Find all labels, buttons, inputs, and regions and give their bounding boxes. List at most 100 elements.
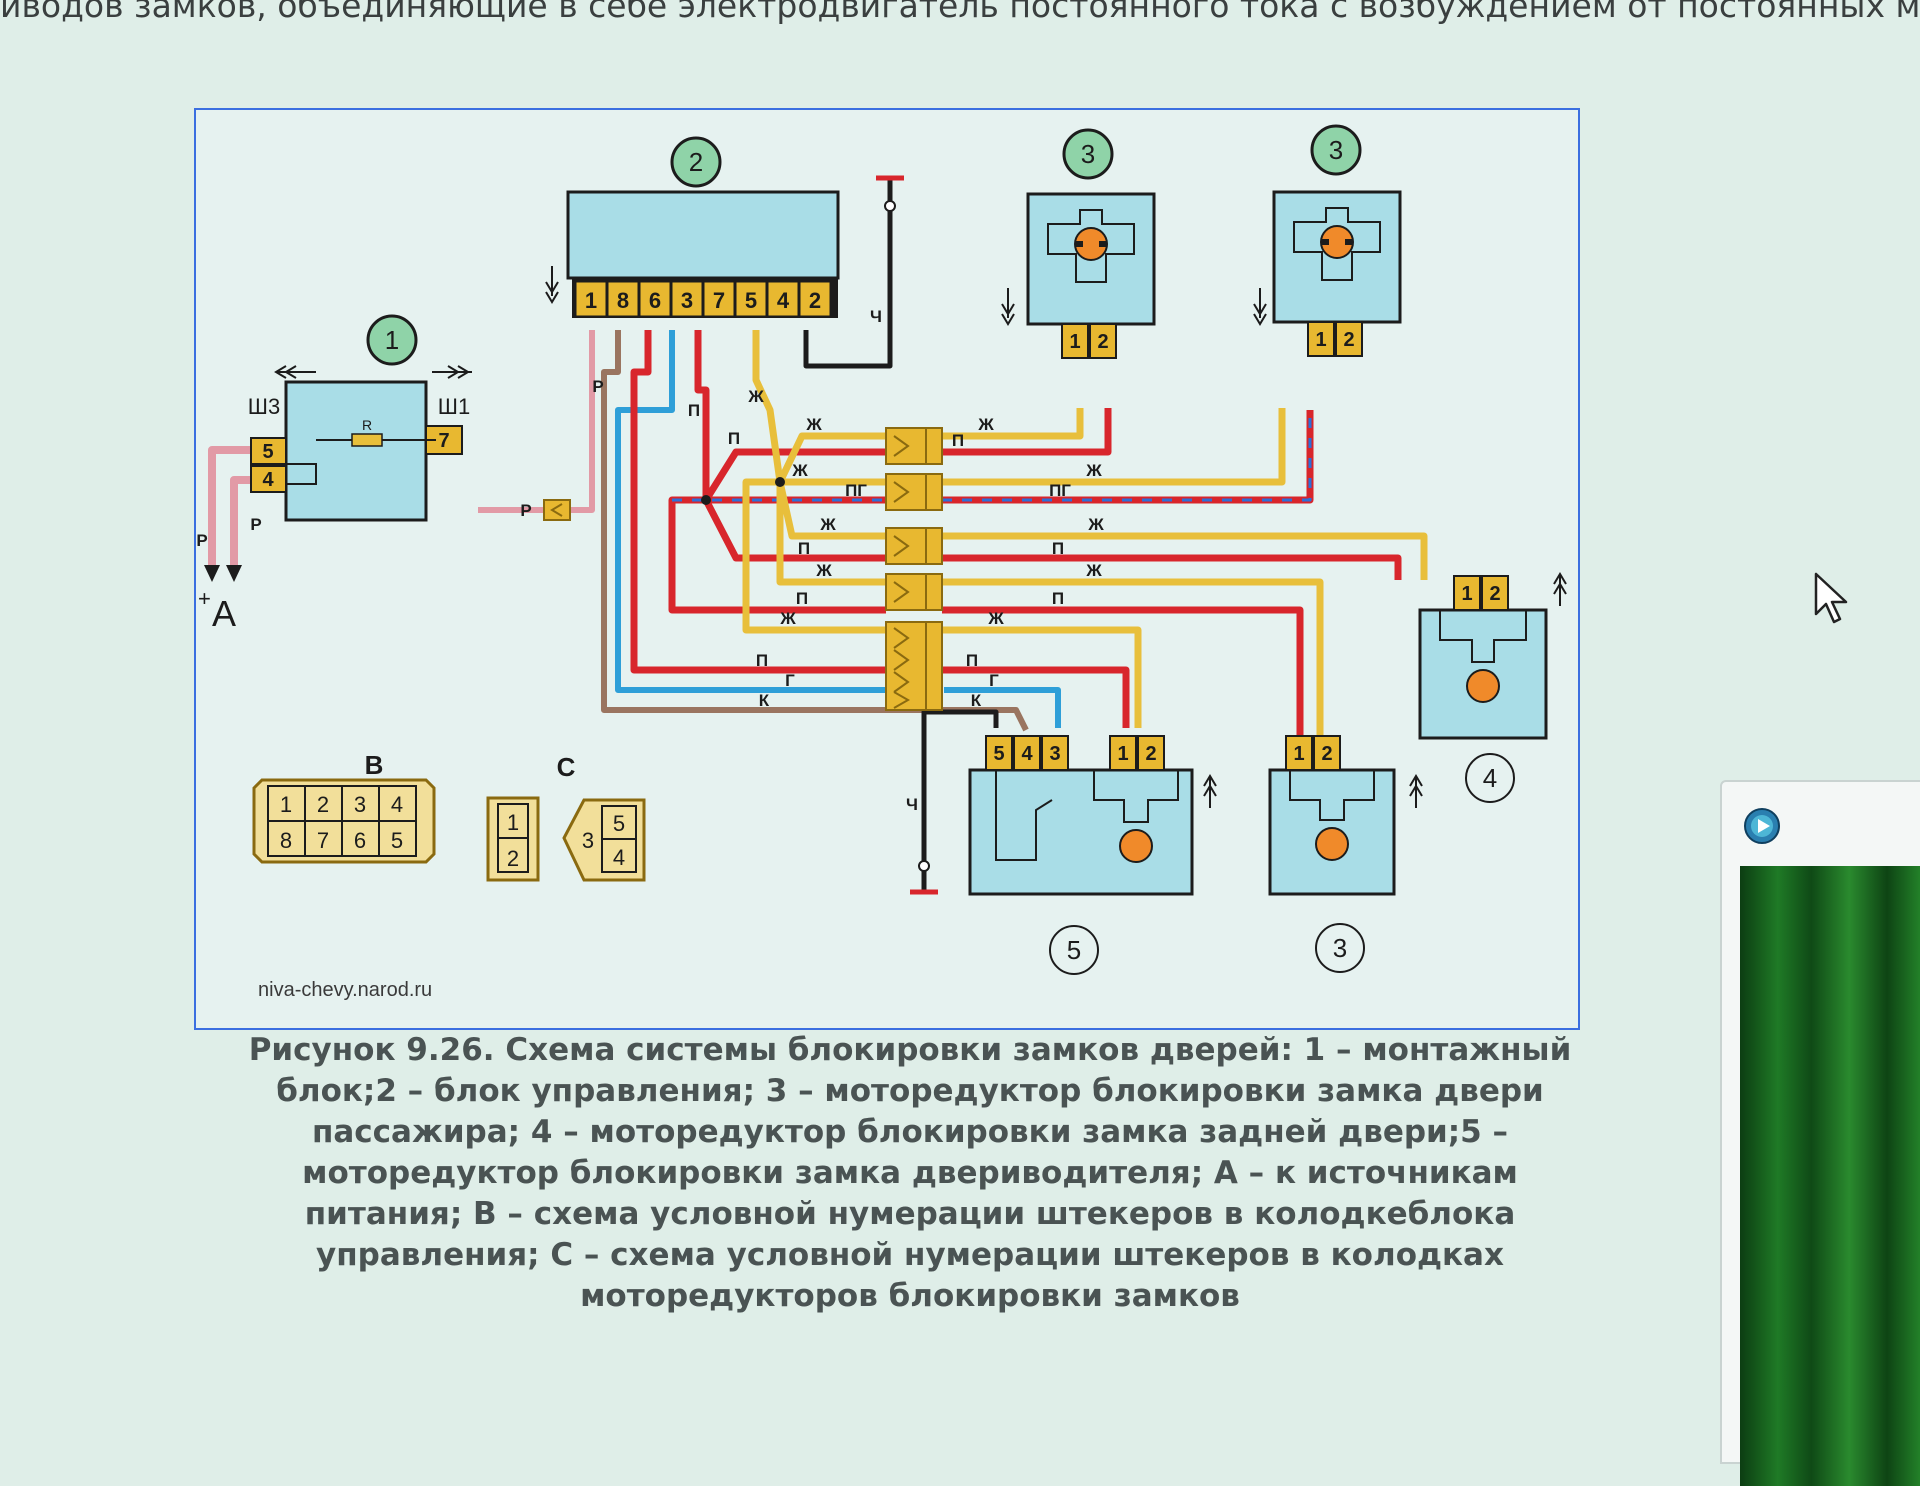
page-body-text: иводов замков, объединяющие в себе элект… <box>0 0 1920 25</box>
power-label-a: A <box>212 593 236 634</box>
wire-label-r4: Р <box>196 531 207 550</box>
motor-a-pin-1: 1 <box>1069 331 1080 353</box>
wire-label-p5: П <box>1052 539 1064 558</box>
wire-label-r1: Р <box>592 377 603 396</box>
wiring-diagram: 1 8 6 3 7 5 4 2 5 4 7 R Ш3 Ш1 <box>196 124 1567 1001</box>
wire-label-k1: К <box>759 691 770 710</box>
scheme-b-pin-7: 7 <box>317 828 329 853</box>
callout-3c: 3 <box>1333 933 1347 963</box>
motor-passenger-bottom <box>1268 735 1396 896</box>
connector-label-sh3: Ш3 <box>248 394 280 419</box>
wire-label-p8: П <box>756 651 768 670</box>
motor-c-pin-1: 1 <box>1461 583 1472 605</box>
wire-label-r3: Р <box>250 515 261 534</box>
wire-label-zh1: Ж <box>747 387 764 406</box>
wire-label-g2: Г <box>989 671 999 690</box>
cb-pin-6: 6 <box>649 288 661 313</box>
callout-3b: 3 <box>1329 135 1343 165</box>
wire-label-pg1: ПГ <box>845 481 867 500</box>
control-block-pins <box>575 281 831 317</box>
scheme-c-connector-left <box>486 796 540 882</box>
driver-pin-5: 5 <box>993 743 1004 765</box>
caption-line: моторедуктор блокировки замка двериводит… <box>302 1155 1518 1191</box>
wire-label-zh11: Ж <box>987 609 1004 628</box>
wire-label-zh10: Ж <box>779 609 796 628</box>
wire-label-g1: Г <box>785 671 795 690</box>
scheme-c-pin-2: 2 <box>507 846 519 871</box>
wire-label-zh3: Ж <box>977 415 994 434</box>
caption-line: Рисунок 9.26. Схема системы блокировки з… <box>248 1032 1572 1068</box>
callout-5: 5 <box>1067 935 1081 965</box>
wire-label-zh2: Ж <box>805 415 822 434</box>
scheme-c-pin-3: 3 <box>582 828 594 853</box>
scheme-b-pin-1: 1 <box>280 792 292 817</box>
driver-pin-4: 4 <box>1021 743 1033 765</box>
scheme-b-pin-6: 6 <box>354 828 366 853</box>
mb-pin-7: 7 <box>438 430 449 452</box>
scheme-b-pin-3: 3 <box>354 792 366 817</box>
motor-passenger-front <box>1026 192 1156 359</box>
wire-label-k2: К <box>971 691 982 710</box>
connector-label-sh1: Ш1 <box>438 394 470 419</box>
driver-pin-3: 3 <box>1049 743 1060 765</box>
mounting-block <box>250 380 463 522</box>
cb-pin-7: 7 <box>713 288 725 313</box>
driver-pin-2: 2 <box>1145 743 1156 765</box>
ground-symbol-top <box>876 175 904 230</box>
caption-line: пассажира; 4 – моторедуктор блокировки з… <box>311 1114 1509 1150</box>
figure-caption: Рисунок 9.26. Схема системы блокировки з… <box>230 1030 1590 1317</box>
scheme-c-pin-4: 4 <box>613 845 625 870</box>
wire-label-zh7: Ж <box>1087 515 1104 534</box>
power-arrows <box>204 565 242 582</box>
video-preview[interactable] <box>1740 866 1920 1486</box>
mouse-cursor-icon <box>1812 570 1852 630</box>
motor-b-pin-2: 2 <box>1343 329 1354 351</box>
plus-sign: + <box>198 586 211 611</box>
ground-symbol-bottom <box>910 840 938 895</box>
wire-label-p4: П <box>798 539 810 558</box>
wire-label-ch1: Ч <box>870 307 882 326</box>
scheme-b-pin-4: 4 <box>391 792 403 817</box>
wire-label-p6: П <box>796 589 808 608</box>
scheme-b-label: B <box>365 750 384 780</box>
wire-label-zh4: Ж <box>791 461 808 480</box>
wire-label-zh6: Ж <box>819 515 836 534</box>
scheme-b-pin-5: 5 <box>391 828 403 853</box>
wire-label-zh9: Ж <box>1085 561 1102 580</box>
cb-pin-3: 3 <box>681 288 693 313</box>
mb-pin-4: 4 <box>262 469 274 491</box>
driver-pin-1: 1 <box>1117 743 1128 765</box>
motor-a-pin-2: 2 <box>1097 331 1108 353</box>
scheme-b-connector <box>252 778 436 864</box>
cb-pin-5: 5 <box>745 288 757 313</box>
scheme-c-label: C <box>557 752 576 782</box>
callout-1: 1 <box>385 325 399 355</box>
scheme-b-pin-2: 2 <box>317 792 329 817</box>
figure-frame: 1 8 6 3 7 5 4 2 5 4 7 R Ш3 Ш1 <box>194 108 1580 1030</box>
wire-label-zh5: Ж <box>1085 461 1102 480</box>
callout-4: 4 <box>1483 763 1497 793</box>
wire-label-r2: Р <box>520 501 531 520</box>
wire-connectors <box>543 427 943 711</box>
wire-label-ch2: Ч <box>906 795 918 814</box>
mb-pin-5: 5 <box>262 441 273 463</box>
scheme-c-pin-5: 5 <box>613 811 625 836</box>
caption-line: питания; В – схема условной нумерации шт… <box>304 1196 1516 1232</box>
cb-pin-4: 4 <box>777 288 790 313</box>
media-player-panel[interactable] <box>1720 780 1920 1486</box>
connector-arrows <box>274 266 1567 808</box>
motor-c-pin-2: 2 <box>1489 583 1500 605</box>
cb-pin-2: 2 <box>809 288 821 313</box>
wire-label-p7: П <box>1052 589 1064 608</box>
play-icon[interactable] <box>1742 806 1782 850</box>
motor-d-pin-1: 1 <box>1293 743 1304 765</box>
scheme-c-pin-1: 1 <box>507 810 519 835</box>
resistor-label: R <box>362 417 372 433</box>
wire-label-pg2: ПГ <box>1049 481 1071 500</box>
motor-rear-door <box>1418 575 1548 740</box>
wire-label-zh8: Ж <box>815 561 832 580</box>
cb-pin-8: 8 <box>617 288 629 313</box>
caption-line: управления; С – схема условной нумерации… <box>316 1237 1504 1273</box>
motor-d-pin-2: 2 <box>1321 743 1332 765</box>
watermark-text: niva-chevy.narod.ru <box>258 979 432 1001</box>
